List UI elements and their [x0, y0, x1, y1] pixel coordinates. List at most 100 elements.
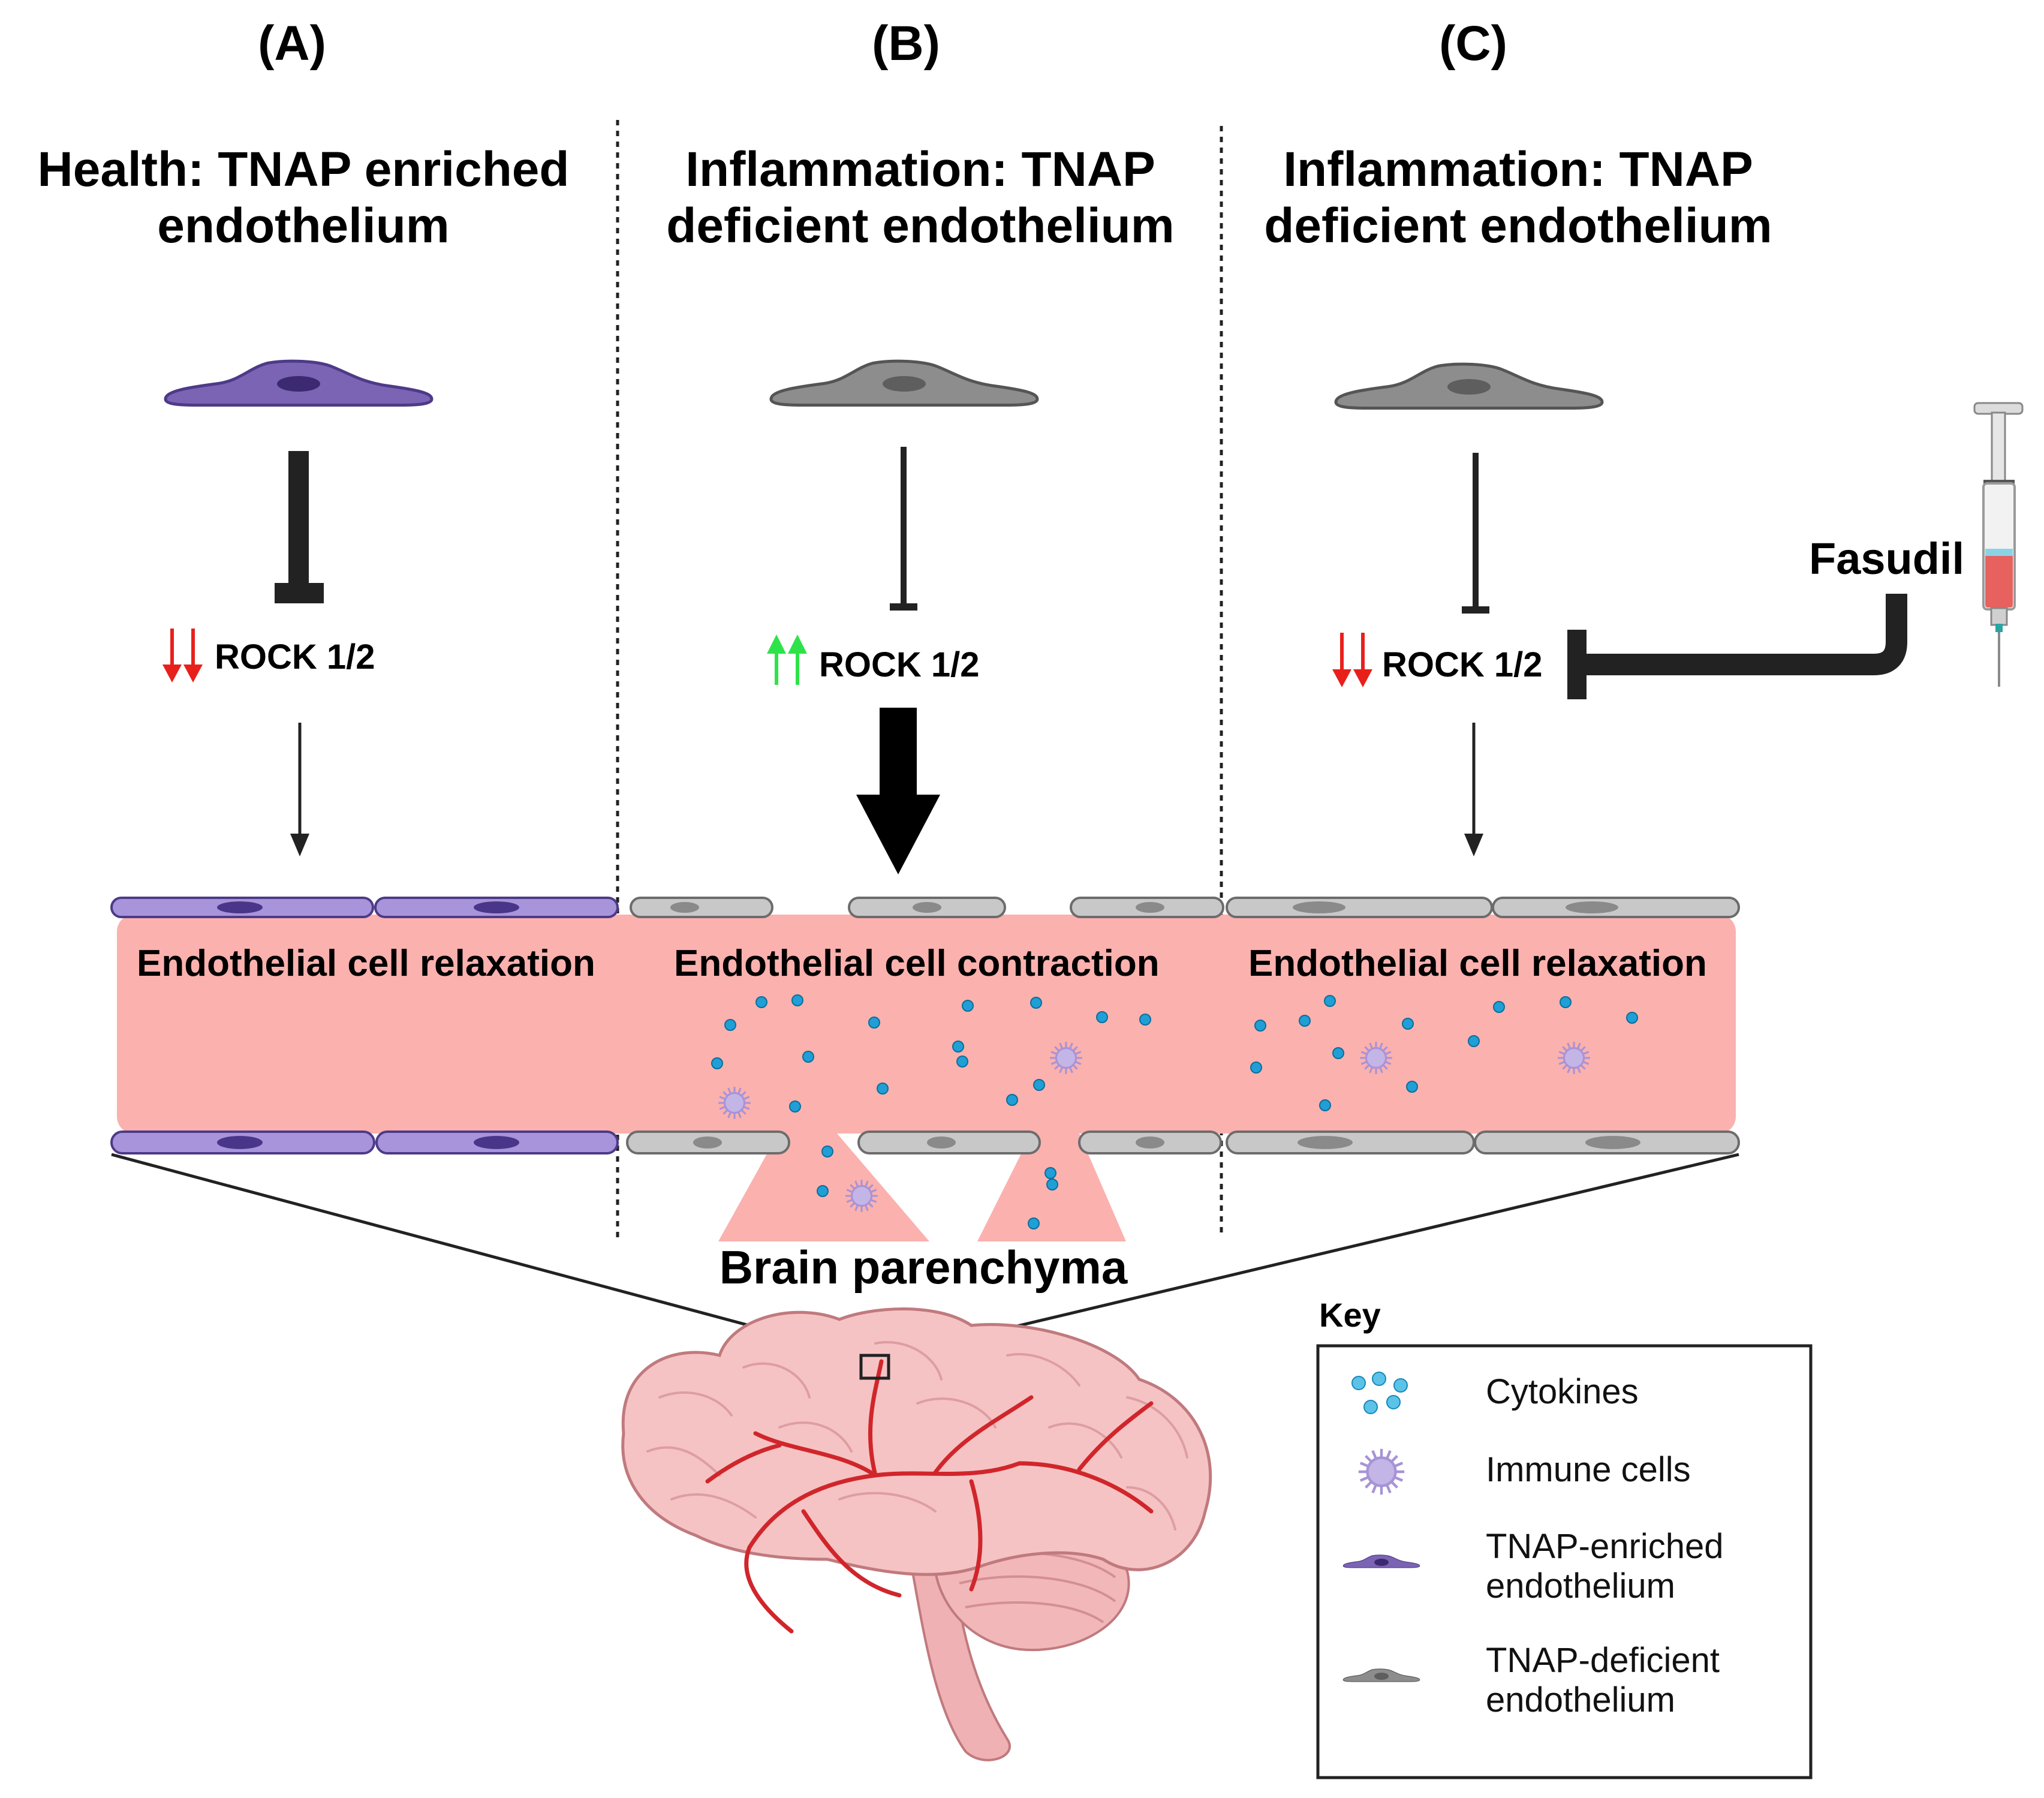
cytokine	[817, 1185, 829, 1197]
vessel-label-a: Endothelial cell relaxation	[137, 943, 595, 984]
key-tnap-enriched-label-line2: endothelium	[1486, 1567, 1675, 1605]
wall-cell-enriched	[110, 1130, 375, 1154]
panel-b-letter: (B)	[872, 16, 940, 71]
inhibition-arrow-thin-c	[1462, 453, 1489, 614]
panel-a-title-line2: endothelium	[157, 199, 449, 253]
fasudil-inhibition-bar	[1567, 630, 1587, 699]
brain-parenchyma-label: Brain parenchyma	[720, 1241, 1128, 1294]
wall-cell-enriched	[375, 1130, 619, 1154]
cytokine	[1324, 995, 1336, 1007]
cytokine	[1028, 1217, 1040, 1229]
wall-cell-deficient	[626, 1130, 790, 1154]
wall-cell-enriched	[374, 897, 619, 918]
wall-cell-deficient	[1474, 1130, 1740, 1154]
cytokine	[1033, 1079, 1045, 1091]
rock-label-a: ROCK 1/2	[215, 638, 375, 676]
tnap-deficient-cell-c	[1336, 364, 1602, 408]
vessel-label-c: Endothelial cell relaxation	[1248, 943, 1707, 984]
vessel-lumen	[117, 915, 1736, 1133]
cytokine	[956, 1056, 968, 1068]
rock-increase-arrows-b	[767, 635, 807, 685]
inhibition-arrow-thin-b	[890, 447, 917, 611]
cytokine	[791, 994, 803, 1006]
wall-cell-deficient	[848, 897, 1006, 918]
arrow-to-vessel-b-thick	[856, 708, 940, 874]
zoom-line-left	[111, 1153, 862, 1357]
panel-b-title-line2: deficient endothelium	[666, 199, 1174, 253]
rock-decrease-arrows-c	[1332, 633, 1372, 687]
wall-cell-deficient	[1070, 897, 1224, 918]
wall-cell-deficient	[1226, 1130, 1475, 1154]
wall-cell-deficient	[1226, 897, 1493, 918]
cytokine	[1254, 1020, 1266, 1032]
cytokine	[1493, 1001, 1505, 1013]
inhibition-arrow-thick-a	[275, 451, 324, 603]
cytokine	[1096, 1011, 1108, 1023]
vessel-wall-top	[110, 897, 1740, 918]
cytokine	[1044, 1167, 1056, 1179]
cytokine	[962, 1000, 974, 1012]
cytokine	[821, 1145, 833, 1157]
cytokine	[1139, 1014, 1151, 1026]
panel-b-title-line1: Inflammation: TNAP	[685, 142, 1155, 197]
wall-cell-enriched	[110, 897, 374, 918]
key-title: Key	[1319, 1296, 1381, 1334]
cytokine	[724, 1019, 736, 1031]
cytokine	[755, 996, 767, 1008]
key-tnap-deficient-label-line1: TNAP-deficient	[1486, 1641, 1720, 1680]
key-immune-cells-label: Immune cells	[1486, 1450, 1691, 1489]
zoom-box	[859, 1354, 890, 1380]
fasudil-inhibition-line	[1577, 594, 1907, 675]
zoom-line-right	[888, 1153, 1739, 1358]
cytokine	[1406, 1081, 1418, 1093]
cytokine	[1006, 1094, 1018, 1106]
cytokine	[1299, 1015, 1311, 1027]
key-tnap-deficient-icon	[1342, 1668, 1420, 1683]
cytokine	[1046, 1178, 1058, 1190]
cytokine	[802, 1051, 814, 1063]
key-cytokines-icon	[1351, 1372, 1408, 1414]
fasudil-label: Fasudil	[1809, 534, 1964, 584]
cytokine	[1332, 1047, 1344, 1059]
cytokine	[711, 1057, 723, 1069]
cytokine	[1319, 1099, 1331, 1111]
gyri	[646, 1341, 1188, 1531]
cytokine	[1560, 996, 1572, 1008]
key-cytokines-label: Cytokines	[1486, 1372, 1639, 1411]
brain-stem	[910, 1558, 1011, 1761]
wall-cell-deficient	[1492, 897, 1740, 918]
vessel-label-b: Endothelial cell contraction	[674, 943, 1160, 984]
key-tnap-enriched-icon	[1342, 1554, 1420, 1569]
cytokine	[1030, 997, 1042, 1009]
syringe-icon	[1973, 402, 2024, 687]
panel-c-letter: (C)	[1439, 16, 1507, 71]
cytokine	[868, 1017, 880, 1029]
wall-cell-deficient	[630, 897, 773, 918]
tnap-enriched-cell-a	[165, 361, 432, 405]
key-tnap-deficient-label-line2: endothelium	[1486, 1680, 1675, 1719]
brain-vessels	[705, 1359, 1154, 1634]
vessel-wall-bottom	[110, 1130, 1740, 1154]
panel-a-letter: (A)	[258, 16, 326, 71]
cytokine	[1402, 1018, 1414, 1030]
cytokine	[1626, 1012, 1638, 1024]
arrow-to-vessel-a	[290, 723, 309, 856]
cytokine	[952, 1041, 964, 1053]
cytokine	[877, 1083, 889, 1095]
rock-label-b: ROCK 1/2	[819, 645, 980, 684]
wall-cell-deficient	[857, 1130, 1041, 1154]
cerebrum	[621, 1307, 1212, 1576]
brain-illustration	[621, 1307, 1212, 1761]
panel-c-title-line2: deficient endothelium	[1264, 199, 1772, 253]
key-tnap-enriched-label-line1: TNAP-enriched	[1486, 1527, 1723, 1566]
cytokine	[1468, 1035, 1480, 1047]
wall-cell-deficient	[1078, 1130, 1222, 1154]
arrow-to-vessel-c	[1464, 723, 1483, 856]
tnap-deficient-cell-b	[771, 361, 1037, 405]
cytokine	[789, 1101, 801, 1113]
rock-decrease-arrows-a	[162, 629, 203, 682]
panel-c-title-line1: Inflammation: TNAP	[1283, 142, 1753, 197]
rock-label-c: ROCK 1/2	[1382, 645, 1543, 684]
cytokine	[1250, 1062, 1262, 1074]
